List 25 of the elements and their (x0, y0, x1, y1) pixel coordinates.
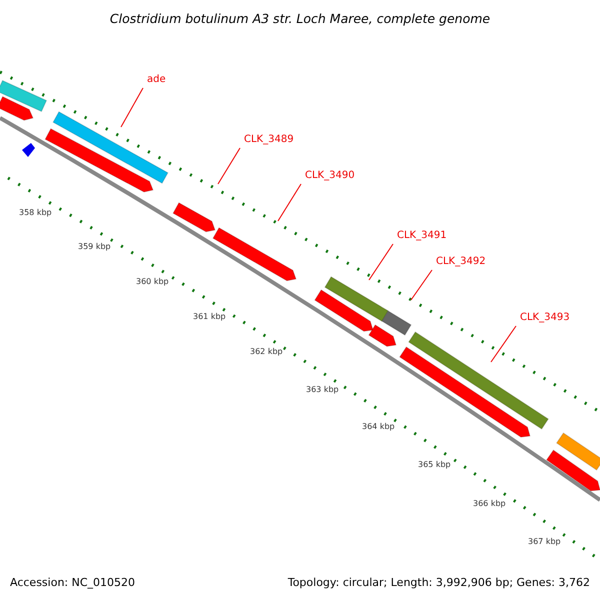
gene-label: ade (147, 75, 166, 85)
leader-line (368, 244, 394, 280)
footer-text: Accession: NC_010520 (10, 577, 136, 588)
gene-label: CLK_3489 (244, 135, 294, 145)
tick-label: 363 kbp (306, 386, 339, 394)
tick-label: 360 kbp (136, 278, 169, 286)
tick-label: 367 kbp (528, 538, 561, 546)
footer-text: Topology: circular; Length: 3,992,906 bp; Genes: 3,762 (288, 577, 590, 588)
leader-line (120, 88, 144, 128)
diagram-title: Clostridium botulinum A3 str. Loch Maree, complete genome (108, 11, 492, 26)
leader-line (490, 326, 516, 362)
leader-line (218, 148, 240, 184)
tick-label: 365 kbp (418, 461, 451, 469)
gene-label: CLK_3492 (436, 257, 486, 267)
tick-label: 362 kbp (250, 348, 283, 356)
leader-line (410, 270, 432, 300)
tick-label: 364 kbp (362, 423, 395, 431)
leader-line (278, 184, 302, 222)
tick-label: 359 kbp (78, 243, 111, 251)
tick-label: 366 kbp (473, 500, 506, 508)
tick-label: 361 kbp (193, 313, 226, 321)
gene-label: CLK_3490 (305, 171, 355, 181)
gene-label: CLK_3493 (520, 313, 570, 323)
tick-label: 358 kbp (19, 209, 52, 217)
gene-label: CLK_3491 (397, 231, 447, 241)
